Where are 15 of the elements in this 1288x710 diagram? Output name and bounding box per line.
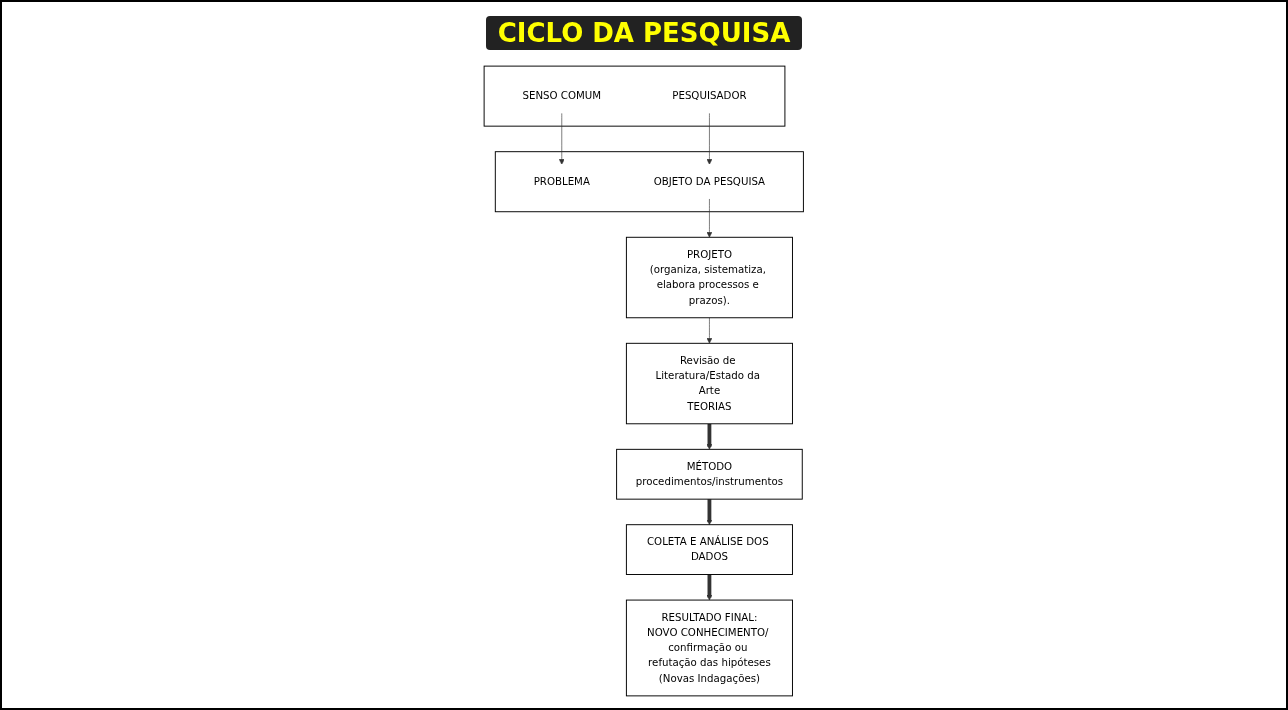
node-box: RESULTADO FINAL: NOVO CONHECIMENTO/ confirmação ou refutação das hipóteses (Novas Indagações): [626, 599, 794, 697]
diagram-title: CICLO DA PESQUISA: [485, 16, 803, 50]
node-box: COLETA E ANÁLISE DOS DADOS: [626, 524, 794, 575]
cluster: [495, 151, 805, 213]
node-box: PROJETO (organiza, sistematiza, elabora processos e prazos).: [626, 236, 794, 319]
node-text: PESQUISADOR: [672, 89, 747, 102]
cluster: [483, 65, 786, 127]
node-box: Revisão de Literatura/Estado da Arte TEORIAS: [626, 342, 794, 425]
arrow: [706, 499, 713, 525]
arrow: [706, 574, 713, 601]
node-text: PROBLEMA: [533, 175, 591, 188]
node-text: SENSO COMUM: [522, 89, 602, 102]
arrow: [706, 423, 713, 450]
node-text: OBJETO DA PESQUISA: [654, 175, 766, 188]
node-box: MÉTODO procedimentos/instrumentos: [616, 448, 803, 500]
